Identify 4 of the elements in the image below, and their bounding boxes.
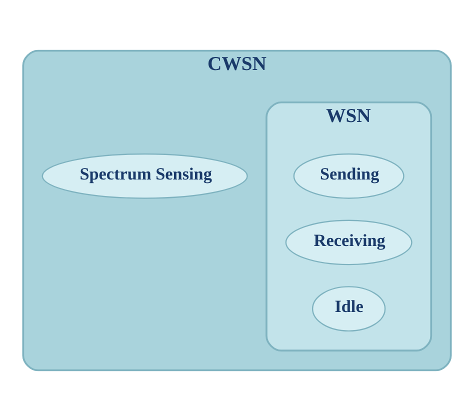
node-ellipse: Spectrum Sensing <box>42 152 248 198</box>
node-ellipse: Idle <box>312 286 386 332</box>
node-ellipse: Receiving <box>285 219 412 265</box>
node-ellipse: Sending <box>293 152 404 198</box>
